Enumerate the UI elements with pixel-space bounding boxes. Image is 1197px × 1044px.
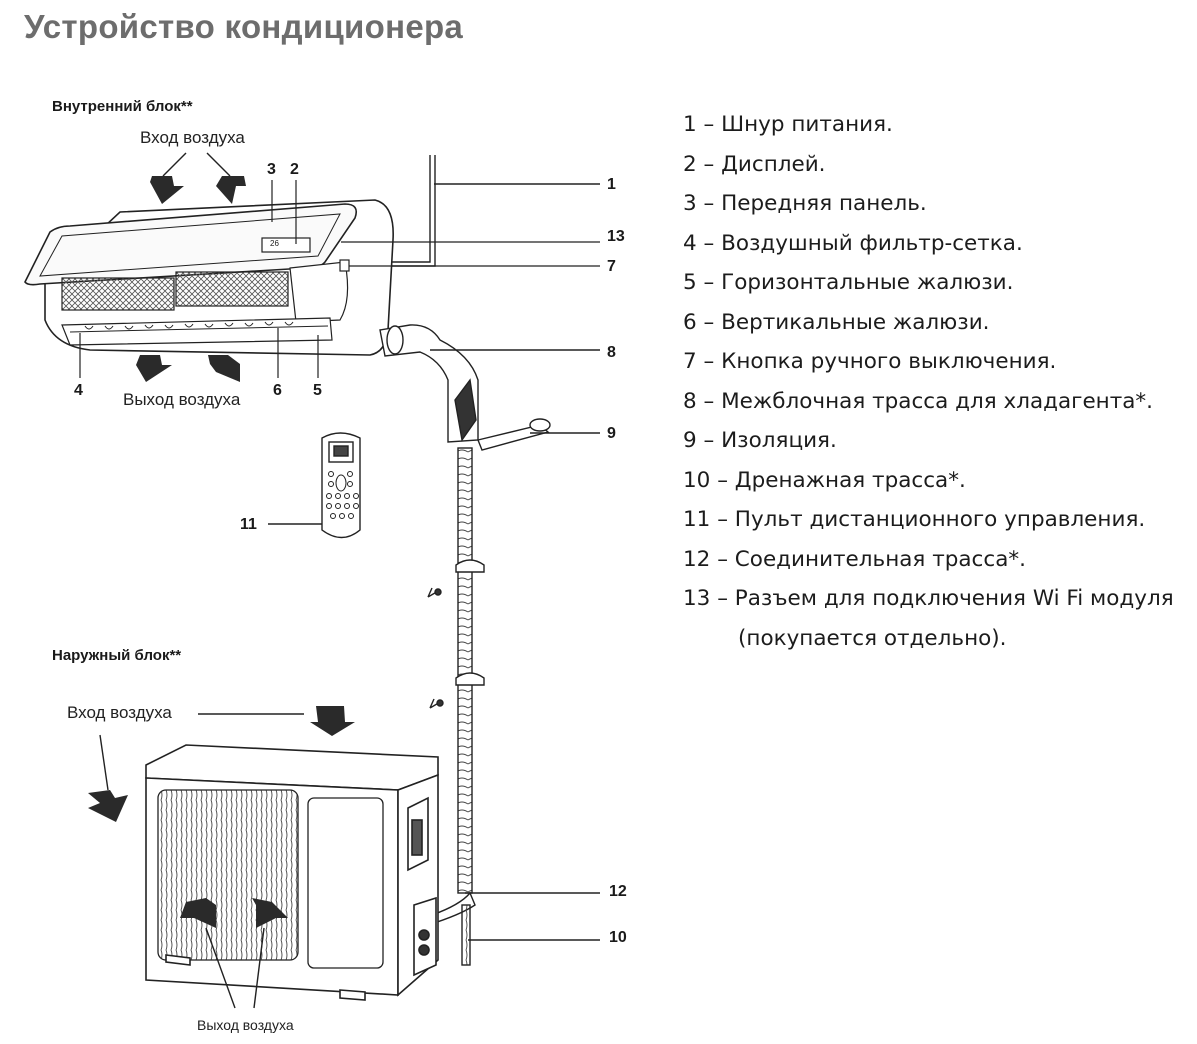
outdoor-leaders [99, 713, 304, 1009]
callout-11: 11 [240, 516, 257, 533]
indoor-leader-lines [79, 180, 600, 378]
indoor-unit [24, 199, 394, 356]
outdoor-unit [145, 744, 439, 1001]
callout-12: 12 [609, 883, 627, 900]
callout-3: 3 [267, 161, 276, 178]
legend-item: 12 – Соединительная трасса*. [683, 546, 1026, 572]
indoor-air-in-label: Вход воздуха [140, 128, 245, 147]
legend-item: 5 – Горизонтальные жалюзи. [683, 270, 1014, 295]
callout-7: 7 [607, 258, 616, 275]
callout-13: 13 [607, 228, 625, 245]
legend-item: 9 – Изоляция. [683, 428, 837, 453]
legend-item-continuation: (покупается отдельно). [738, 625, 1007, 651]
callout-4: 4 [74, 382, 83, 399]
legend-item: 11 – Пульт дистанционного управления. [683, 507, 1146, 532]
outdoor-air-arrows [88, 706, 355, 928]
outdoor-air-out-label: Выход воздуха [197, 1017, 294, 1033]
legend: 1 – Шнур питания. 2 – Дисплей. 3 – Перед… [683, 110, 1174, 663]
power-cord [392, 155, 600, 267]
outdoor-heading: Наружный блок** [52, 647, 182, 664]
display-temperature: 26 [270, 239, 279, 248]
legend-item: 13 – Разъем для подключения Wi Fi модуля [683, 586, 1174, 611]
indoor-air-arrows [136, 176, 246, 382]
callout-9: 9 [607, 425, 616, 442]
callout-1: 1 [607, 176, 616, 193]
callout-6: 6 [273, 382, 282, 399]
legend-item: 10 – Дренажная трасса*. [683, 467, 966, 493]
legend-item: 2 – Дисплей. [683, 151, 826, 177]
indoor-air-out-label: Выход воздуха [123, 390, 241, 409]
remote-control [268, 432, 361, 539]
page-title: Устройство кондиционера [24, 8, 464, 45]
callout-8: 8 [607, 344, 616, 361]
legend-item: 8 – Межблочная трасса для хладагента*. [683, 388, 1154, 414]
indoor-heading: Внутренний блок** [52, 98, 193, 115]
callout-5: 5 [313, 382, 322, 399]
legend-item: 7 – Кнопка ручного выключения. [683, 349, 1057, 374]
indoor-air-in-leaders [162, 152, 231, 177]
outdoor-air-in-label: Вход воздуха [67, 703, 172, 722]
legend-item: 4 – Воздушный фильтр-сетка. [683, 230, 1023, 256]
legend-item: 1 – Шнур питания. [683, 112, 893, 137]
legend-item: 3 – Передняя панель. [683, 191, 927, 216]
callout-2: 2 [290, 161, 299, 178]
legend-item: 6 – Вертикальные жалюзи. [683, 309, 990, 335]
callout-10: 10 [609, 929, 627, 946]
refrigerant-piping [379, 324, 600, 966]
